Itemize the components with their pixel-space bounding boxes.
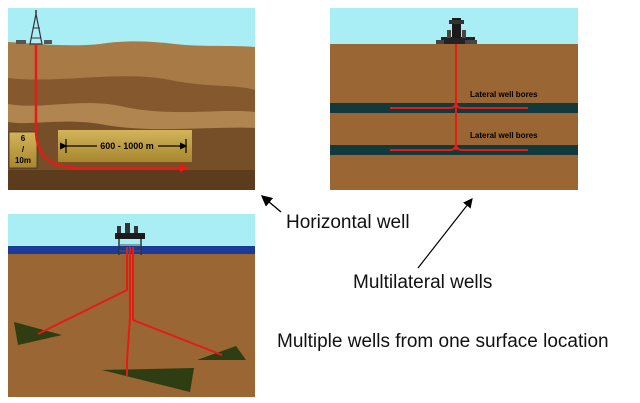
span-label-box: 600 - 1000 m [58, 130, 192, 162]
reservoir-target [197, 346, 246, 360]
horizontal-well-path [34, 44, 186, 170]
lower-lateral-label: Lateral well bores [470, 131, 538, 140]
sky [8, 214, 255, 246]
deviated-well [37, 247, 128, 335]
depth-value: 6 [21, 134, 26, 143]
wellhead-icon [436, 18, 477, 44]
upper-lateral-bore [390, 100, 528, 109]
platform-icon [115, 223, 145, 255]
vertical-depth-label: 6 / 10m [8, 131, 38, 169]
multilateral-pointer-arrow [417, 198, 473, 269]
horizontal-pointer-arrow [260, 195, 282, 213]
depth-unit: 10m [15, 156, 31, 165]
well-tip [180, 164, 190, 172]
sea [8, 246, 255, 254]
depth-separator: / [22, 145, 25, 154]
multilateral-well-panel: Lateral well bores Lateral well bores [330, 8, 578, 190]
vertical-well [126, 247, 131, 376]
lower-lateral-bore [390, 142, 528, 151]
span-label: 600 - 1000 m [100, 141, 154, 151]
multiple-wells-panel [8, 214, 255, 397]
multiple-wells-caption: Multiple wells from one surface location [277, 331, 609, 352]
deviated-well [132, 247, 223, 356]
reservoir-target [102, 368, 194, 392]
horizontal-well-caption: Horizontal well [286, 212, 410, 233]
ground [330, 44, 578, 190]
rock-layer [8, 103, 255, 130]
upper-lateral-label: Lateral well bores [470, 90, 538, 99]
horizontal-well-panel: 6 / 10m 600 - 1000 m [8, 8, 255, 190]
rock-layer [8, 170, 255, 190]
multilateral-wells-caption: Multilateral wells [353, 272, 493, 293]
rock-layer [8, 76, 255, 113]
